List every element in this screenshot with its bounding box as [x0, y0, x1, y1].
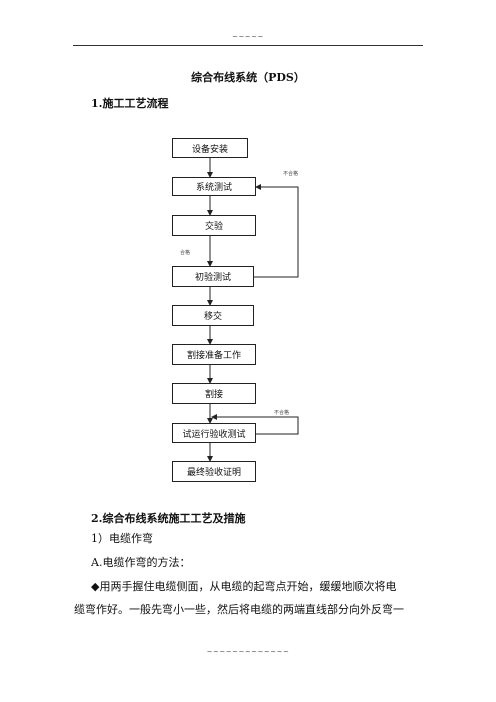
flow-step-equipment-install: 设备安装 [172, 138, 248, 158]
section-2-heading: 2.综合布线系统施工工艺及措施 [91, 512, 246, 525]
method-heading: A.电缆作弯的方法： [91, 556, 191, 569]
flow-step-cutover-preparation: 割接准备工作 [172, 344, 256, 365]
sub-item-cable-bending: 1）电缆作弯 [91, 532, 153, 545]
feedback-loop-fail-2 [211, 414, 299, 435]
paragraph-line-1: ◆用两手握住电缆侧面，从电缆的起弯点开始，缓缓地顺次将电 [91, 580, 397, 593]
footer-decoration: ~~~~~~~~~~~~~ [206, 648, 290, 656]
flow-step-trial-run-acceptance-test: 试运行验收测试 [172, 423, 256, 443]
flow-step-final-acceptance-certificate: 最终验收证明 [172, 461, 256, 482]
flow-step-handover-check: 交验 [172, 215, 256, 236]
paragraph-line-2: 缆弯作好。一般先弯小一些，然后将电缆的两端直线部分向外反弯一 [74, 603, 404, 616]
feedback-loop-fail-1 [254, 184, 299, 278]
flow-step-initial-acceptance-test: 初验测试 [172, 266, 254, 287]
flow-step-transfer: 移交 [172, 305, 254, 326]
flow-step-system-test: 系统测试 [172, 177, 256, 196]
flow-step-cutover: 割接 [172, 383, 256, 404]
note-fail-2: 不合格 [274, 410, 290, 416]
section-1-heading: 1.施工工艺流程 [91, 97, 169, 110]
document-title: 综合布线系统（PDS） [191, 71, 305, 84]
header-rule [73, 45, 423, 46]
header-decoration: ~~~~~ [232, 33, 264, 41]
note-fail-1: 不合格 [283, 171, 299, 177]
note-pass: 合格 [180, 250, 191, 256]
